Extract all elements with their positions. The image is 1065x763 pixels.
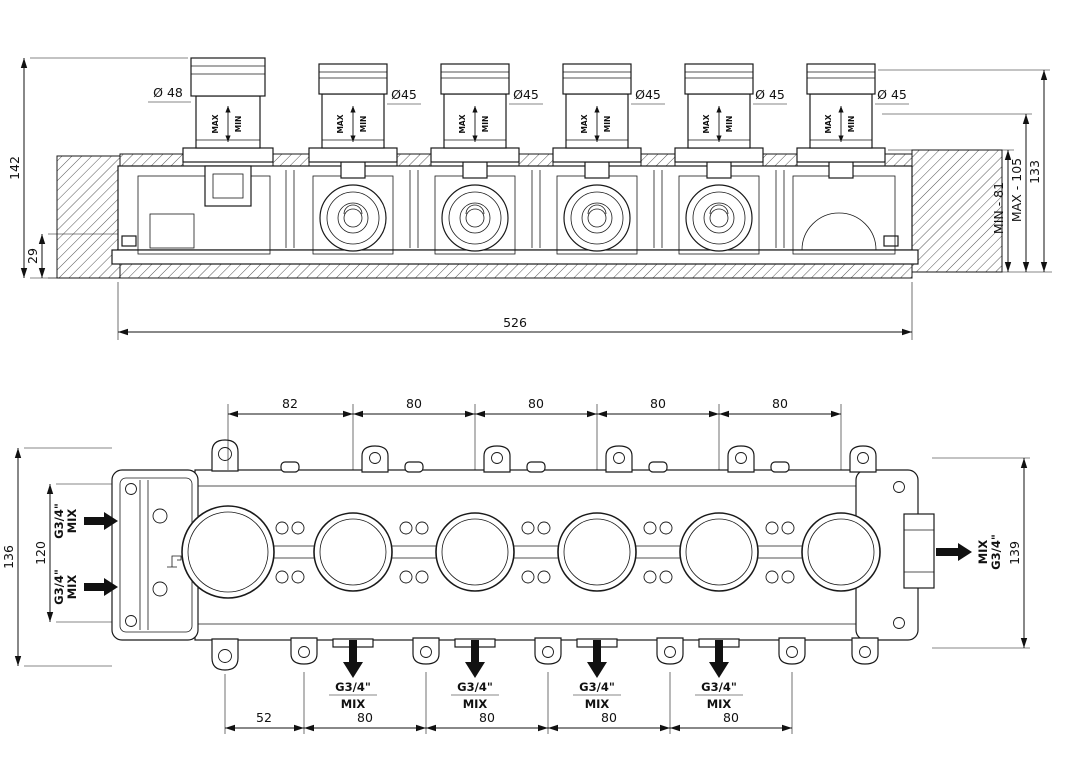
mounting-tabs: [211, 439, 879, 671]
section-view: MAX MIN MAX MIN MAX MIN MAX MIN MAX MIN …: [7, 57, 1052, 340]
diameter-label: Ø 45: [755, 87, 785, 102]
section-dimensions: 142 29 526 MIN - 81 MAX - 105 133: [7, 57, 1052, 340]
port-mix-label: MIX: [585, 697, 610, 711]
cartridge-section: [685, 184, 753, 252]
knob-max-label: MAX: [702, 114, 711, 133]
dim-total-width: 526: [503, 315, 527, 330]
fixing-bolt: [883, 235, 899, 247]
knob-min-label: MIN: [359, 116, 368, 133]
control-knobs: [182, 57, 886, 179]
dim-spacing: 52: [256, 710, 272, 725]
port-mix-label: MIX: [707, 697, 732, 711]
port-thread-label: G3/4": [579, 680, 615, 694]
knob-max-label: MAX: [458, 114, 467, 133]
port-thread-label: G3/4": [52, 569, 66, 605]
dim-right-height: 139: [1007, 541, 1022, 565]
knob-min-label: MIN: [603, 116, 612, 133]
outlet-arrow: [936, 543, 972, 561]
diameter-label: Ø 45: [877, 87, 907, 102]
flow-ports: [84, 512, 972, 678]
front-view: G3/4" MIX G3/4" MIX G3/4" MIX G3/4" MIX …: [1, 396, 1030, 734]
port-mix-label: MIX: [976, 540, 990, 565]
fixing-bolt: [121, 235, 137, 247]
knob-stroke-indicators: MAX MIN MAX MIN MAX MIN MAX MIN MAX MIN …: [211, 106, 856, 142]
section-dividers: [285, 170, 785, 248]
dim-spacing: 80: [479, 710, 495, 725]
cartridge-ports: [181, 505, 881, 599]
inlet-arrow: [84, 578, 118, 596]
right-outlet-block: [903, 513, 935, 589]
right-mounting-bracket: [855, 469, 919, 641]
mix-outlet-arrow: [343, 640, 363, 678]
dim-left-total-height: 136: [1, 545, 16, 569]
knob-min-label: MIN: [481, 116, 490, 133]
dim-spacing: 80: [723, 710, 739, 725]
dim-spacing: 82: [282, 396, 298, 411]
left-mounting-bracket: [111, 469, 199, 641]
port-thread-label: G3/4": [457, 680, 493, 694]
dim-left-inner-height: 120: [33, 541, 48, 565]
port-thread-label: G3/4": [335, 680, 371, 694]
dim-spacing: 80: [601, 710, 617, 725]
dim-total-height: 142: [7, 156, 22, 180]
front-dimensions: 82 80 80 80 80 52 80 80 80 80 136 120: [1, 396, 1030, 734]
dim-right-total: 133: [1027, 160, 1042, 184]
knob-min-label: MIN: [847, 116, 856, 133]
diameter-label: Ø45: [391, 87, 417, 102]
mix-outlet-arrow: [587, 640, 607, 678]
dim-spacing: 80: [406, 396, 422, 411]
knob-max-label: MAX: [824, 114, 833, 133]
diameter-label: Ø45: [513, 87, 539, 102]
knob-max-label: MAX: [336, 114, 345, 133]
dim-spacing: 80: [528, 396, 544, 411]
tap-symbol-icon: [167, 555, 182, 568]
dim-min-height: MIN - 81: [991, 182, 1006, 234]
port-mix-label: MIX: [341, 697, 366, 711]
knob-max-label: MAX: [211, 114, 220, 133]
port-thread-label: G3/4": [701, 680, 737, 694]
valve-body-section: [111, 165, 919, 265]
dim-base-depth: 29: [25, 248, 40, 264]
inlet-arrow: [84, 512, 118, 530]
knob-min-label: MIN: [234, 116, 243, 133]
dim-spacing: 80: [357, 710, 373, 725]
diameter-label: Ø45: [635, 87, 661, 102]
mix-outlet-arrow: [465, 640, 485, 678]
mix-outlet-arrow: [709, 640, 729, 678]
port-thread-label: G3/4": [52, 503, 66, 539]
diameter-label: Ø 48: [153, 85, 183, 100]
knob-max-label: MAX: [580, 114, 589, 133]
port-mix-label: MIX: [463, 697, 488, 711]
cartridge-section: [319, 184, 387, 252]
thermostat-housing: [137, 175, 271, 255]
port-labels: G3/4" MIX G3/4" MIX G3/4" MIX G3/4" MIX …: [52, 503, 1003, 711]
dim-spacing: 80: [650, 396, 666, 411]
cartridge-section: [441, 184, 509, 252]
front-body: [111, 439, 935, 671]
port-mix-label: MIX: [65, 575, 79, 600]
diameter-callouts: Ø 48 Ø45 Ø45 Ø45 Ø 45 Ø 45: [148, 85, 909, 105]
port-mix-label: MIX: [65, 509, 79, 534]
dim-max-height: MAX - 105: [1009, 158, 1024, 222]
port-thread-label: G3/4": [989, 534, 1003, 570]
cartridge-section: [563, 184, 631, 252]
knob-min-label: MIN: [725, 116, 734, 133]
dim-spacing: 80: [772, 396, 788, 411]
